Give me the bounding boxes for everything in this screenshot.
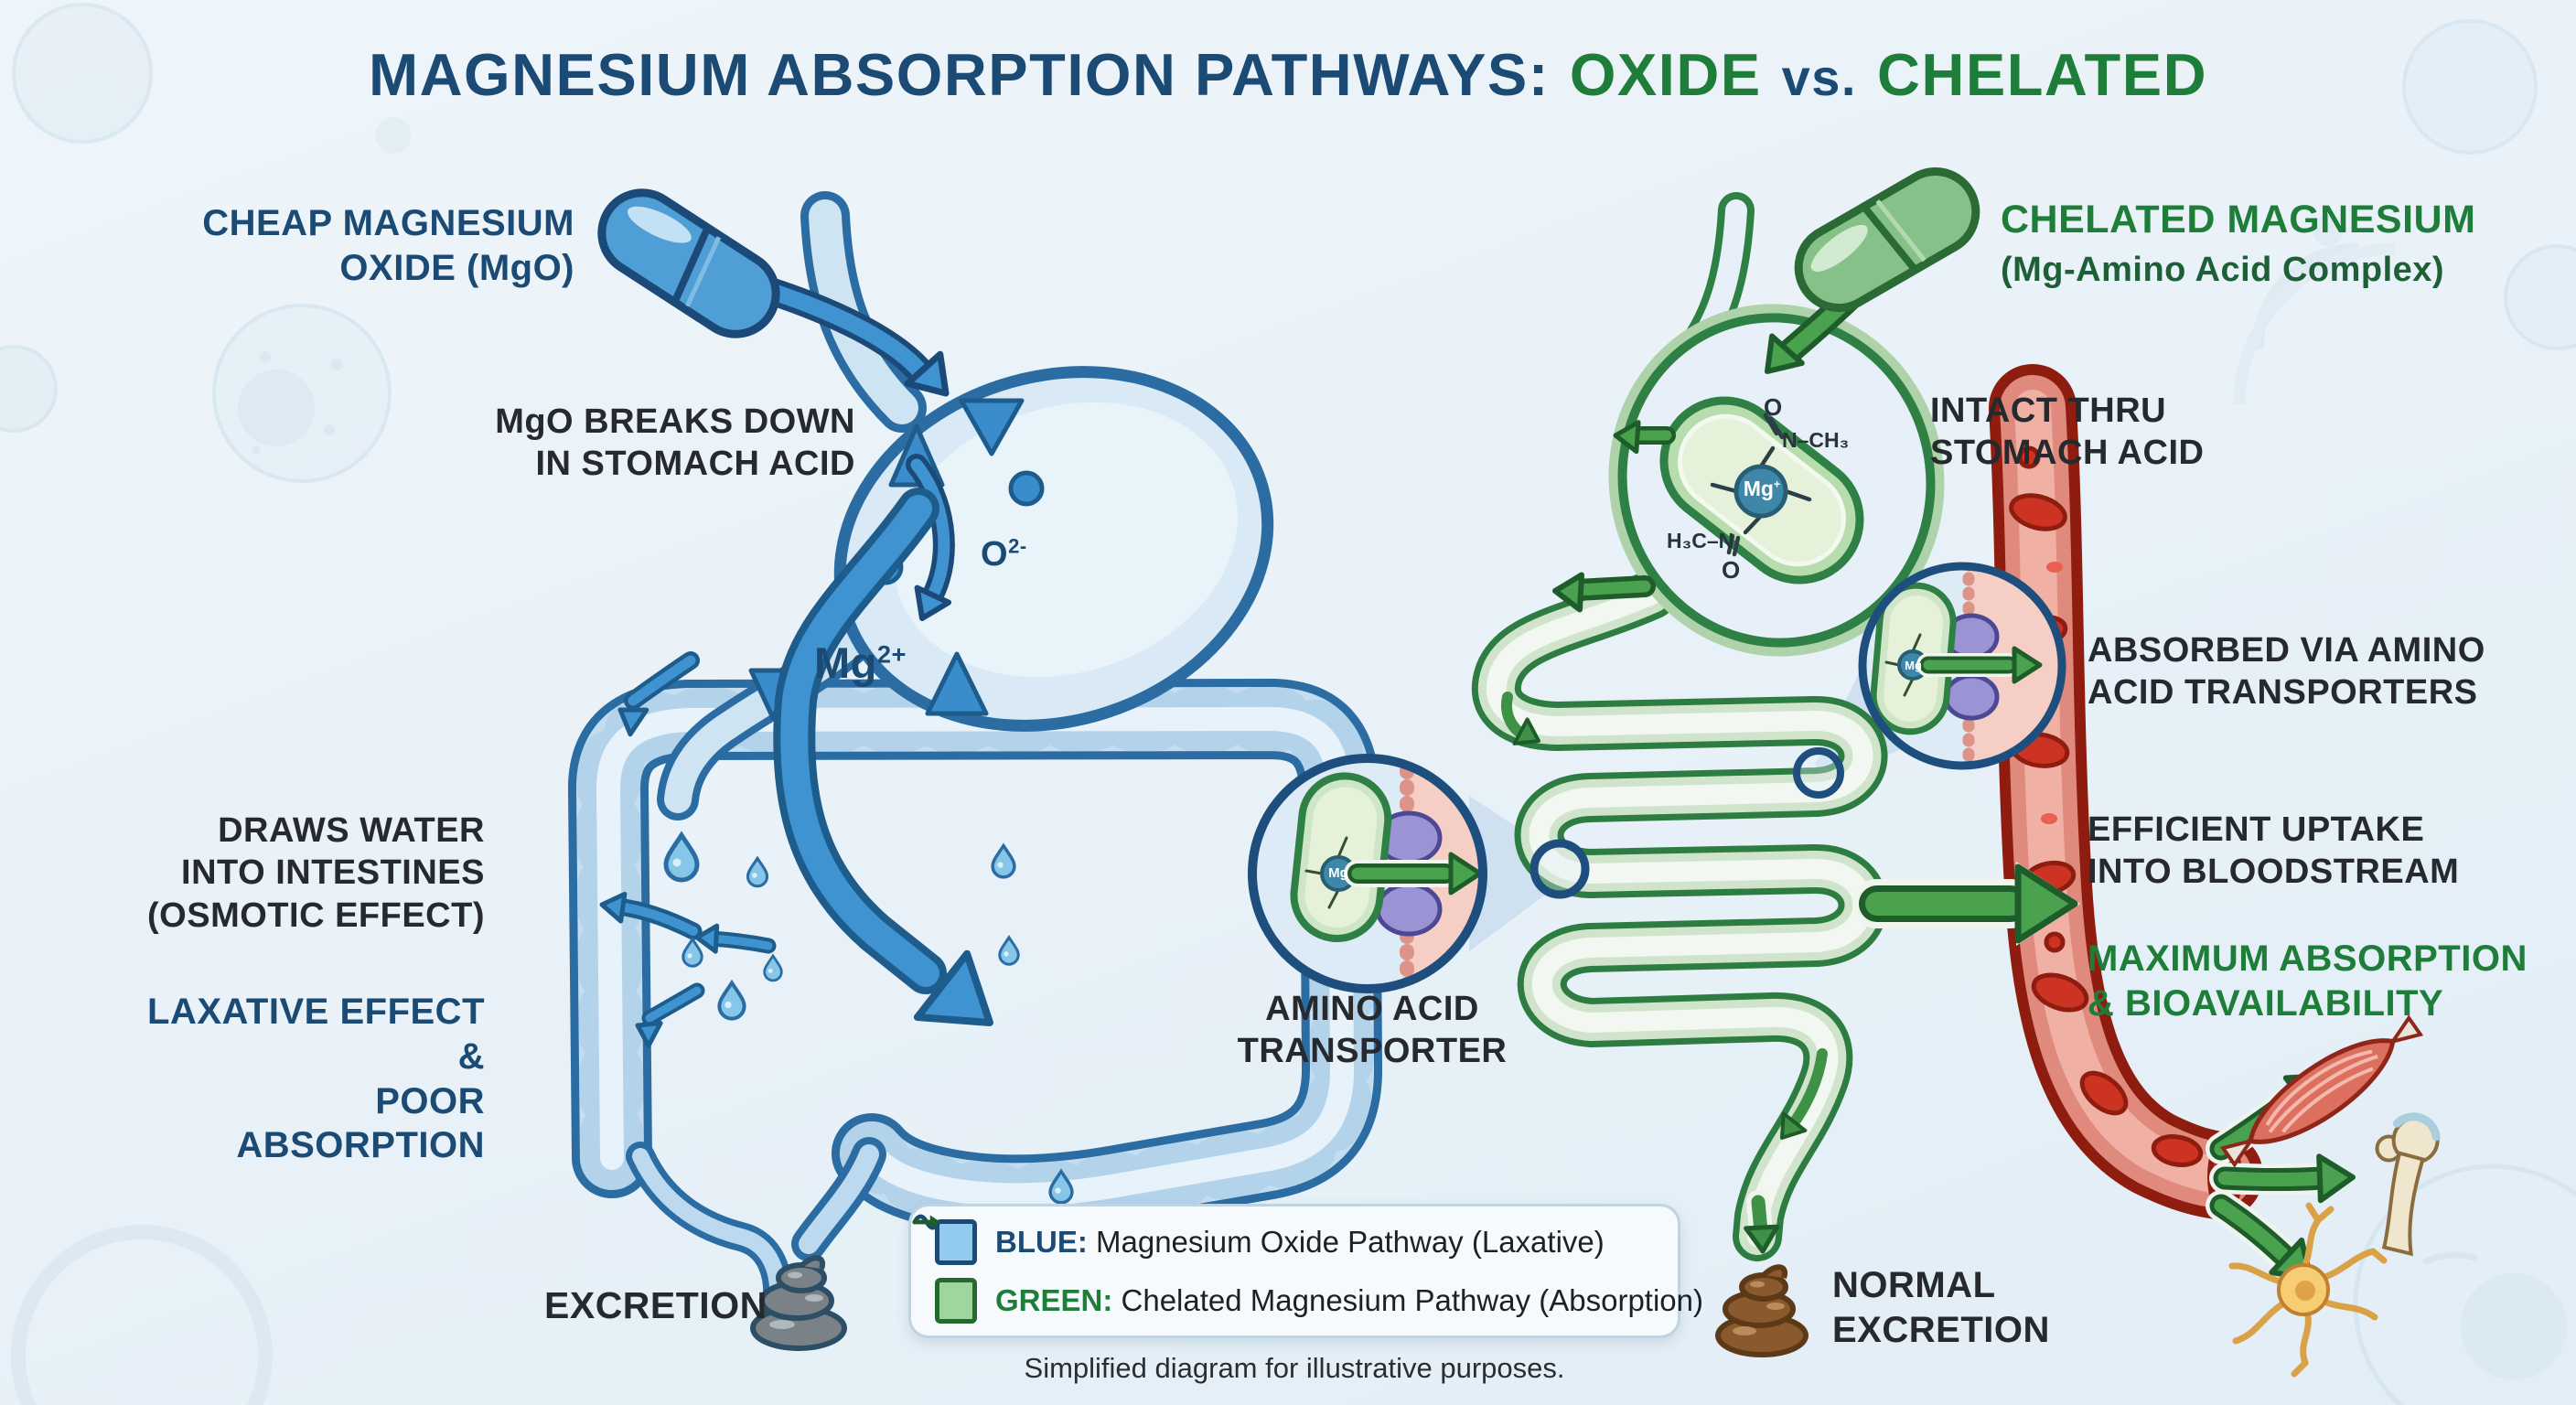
label-excretion: EXCRETION <box>544 1284 767 1326</box>
brown-poop-icon <box>1715 1264 1809 1357</box>
molecule-oxygen-top: O <box>1764 393 1783 421</box>
molecule-bottom-group: H₃C–N <box>1667 529 1734 552</box>
label-maximum-absorption: MAXIMUM ABSORPTION & BIOAVAILABILITY <box>2088 938 2528 1024</box>
blue-pathway-swatch <box>912 1214 977 1265</box>
molecule-top-group: N–CH₃ <box>1782 428 1850 452</box>
label-intact-thru-stomach: INTACT THRU STOMACH ACID <box>1930 391 2205 473</box>
label-mgo-breaks-down: MgO BREAKS DOWN IN STOMACH ACID <box>495 402 855 484</box>
disclaimer-caption: Simplified diagram for illustrative purp… <box>1024 1352 1565 1384</box>
blue-stomach-illustration <box>657 191 1274 820</box>
label-oxide-ion: O2- <box>981 534 1027 574</box>
chelate-complex-in-stomach <box>1659 396 1864 585</box>
label-amino-acid-transporter: AMINO ACID TRANSPORTER <box>1237 990 1508 1071</box>
transporter-inset-large <box>1248 754 1487 993</box>
mgo-breakdown-arrows <box>757 277 955 621</box>
molecule-mg-label: Mg+ <box>1743 477 1781 500</box>
title-chelated: CHELATED <box>1876 41 2208 108</box>
label-chelated-magnesium: CHELATED MAGNESIUM <box>2001 198 2476 241</box>
large-intestine-illustration <box>568 679 1382 1321</box>
osmotic-flow-big-arrow <box>773 488 993 1026</box>
blue-capsule-icon <box>597 188 780 338</box>
title-vs: vs. <box>1781 48 1857 106</box>
label-efficient-uptake: EFFICIENT UPTAKE INTO BLOODSTREAM <box>2088 810 2460 892</box>
green-pathway-swatch <box>912 1215 977 1324</box>
label-cheap-magnesium-oxide: CHEAP MAGNESIUM OXIDE (MgO) <box>202 203 574 288</box>
green-capsule-icon <box>1794 167 1980 312</box>
uptake-big-arrow <box>1852 862 2080 946</box>
laxative-excretion-icon <box>750 1255 847 1351</box>
inset-a-mg-label: Mg <box>1328 865 1348 881</box>
molecule-oxygen-bottom: O <box>1722 556 1741 584</box>
transporter-inset-small <box>1858 562 2066 770</box>
inset-b-mg-label: Mg <box>1905 659 1922 672</box>
title-oxide: OXIDE <box>1569 41 1762 108</box>
legend-green-text: GREEN: Chelated Magnesium Pathway (Absor… <box>995 1282 1704 1317</box>
title-main: MAGNESIUM ABSORPTION PATHWAYS: <box>368 41 1550 108</box>
legend-row-green: GREEN: Chelated Magnesium Pathway (Absor… <box>912 1215 1703 1324</box>
legend-row-blue: BLUE: Magnesium Oxide Pathway (Laxative) <box>912 1214 1654 1265</box>
neuron-icon <box>2228 1202 2388 1378</box>
label-absorbed-via-transporters: ABSORBED VIA AMINO ACID TRANSPORTERS <box>2088 631 2485 713</box>
water-draw-arrows <box>599 651 777 1048</box>
legend-blue-text: BLUE: Magnesium Oxide Pathway (Laxative) <box>995 1224 1605 1259</box>
muscle-icon <box>2219 1014 2424 1168</box>
page-title: MAGNESIUM ABSORPTION PATHWAYS: OXIDE vs. CH… <box>0 40 2576 109</box>
mg-ion-circle <box>1733 464 1788 519</box>
normal-excretion-group <box>1715 1190 1809 1357</box>
arrow-icon <box>912 1215 941 1229</box>
small-intestine-illustration <box>1471 570 1888 1261</box>
bone-icon <box>2375 1112 2441 1257</box>
zoom-source-rings <box>1530 747 1844 899</box>
legend: BLUE: Magnesium Oxide Pathway (Laxative)… <box>908 1204 1703 1338</box>
label-mg-amino-acid-complex: (Mg-Amino Acid Complex) <box>2001 251 2445 289</box>
label-draws-water: DRAWS WATER INTO INTESTINES (OSMOTIC EFF… <box>147 811 485 935</box>
label-laxative-effect: LAXATIVE EFFECT & POOR ABSORPTION <box>147 992 485 1166</box>
label-magnesium-ion: Mg2+ <box>814 638 907 687</box>
label-normal-excretion: NORMAL EXCRETION <box>1832 1265 2050 1350</box>
